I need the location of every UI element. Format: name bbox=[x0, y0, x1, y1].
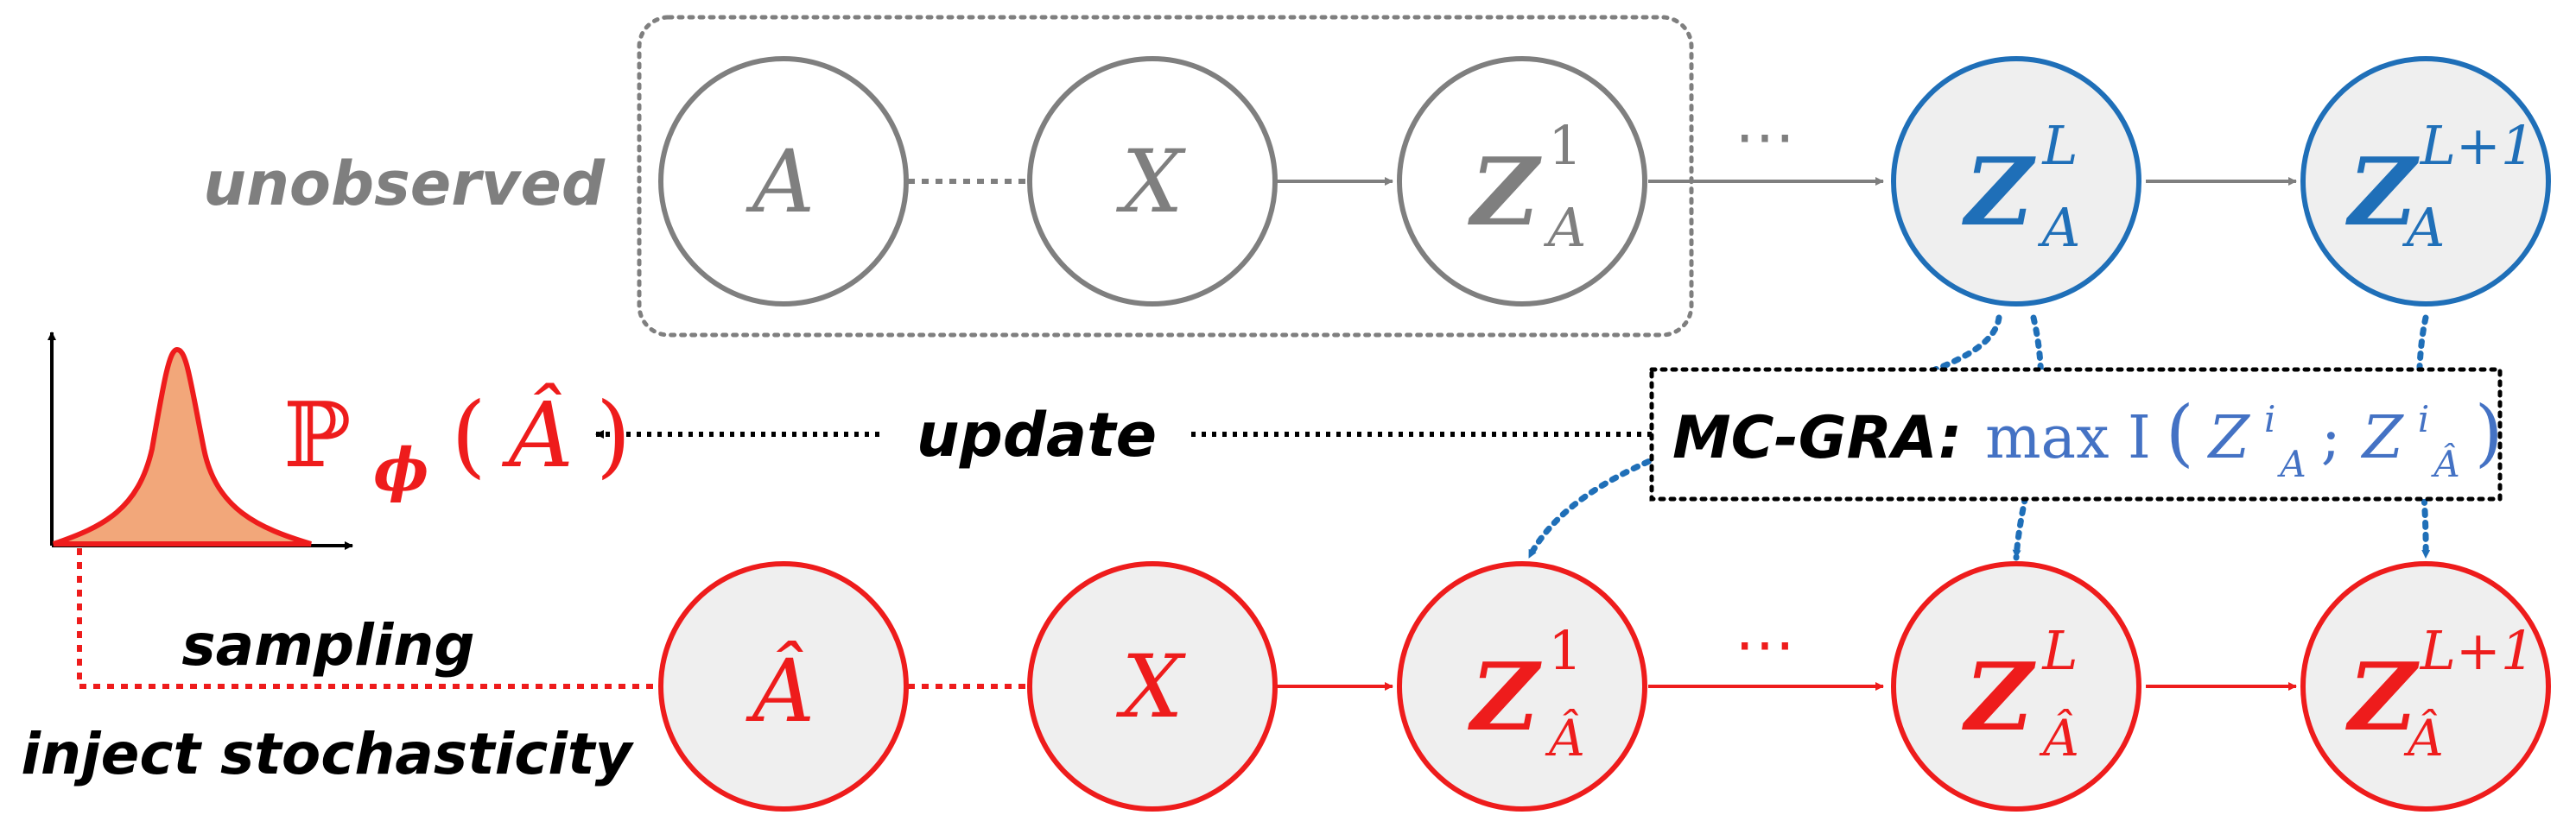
node-z1-top-main: Z bbox=[1468, 138, 1543, 247]
mcgra-arrow-zl-to-z1hat bbox=[1526, 314, 2002, 561]
distribution-plot bbox=[48, 332, 353, 550]
mcgra-arrow-zl-to-zlhat bbox=[2012, 314, 2045, 561]
node-x-bottom: X bbox=[1027, 561, 1278, 812]
mcgra-z2-sup: i bbox=[2418, 398, 2429, 440]
mcgra-box bbox=[1649, 367, 2503, 502]
update-label: update bbox=[917, 400, 1157, 471]
node-zl-bottom-sub: Â bbox=[2039, 709, 2079, 768]
node-ahat-bottom-main: Â bbox=[746, 641, 815, 742]
node-x-top-main: X bbox=[1115, 131, 1186, 232]
mcgra-semicolon: ; bbox=[2321, 404, 2341, 472]
sampling-label: sampling bbox=[181, 612, 474, 679]
dist-curve bbox=[53, 346, 312, 547]
node-z1-bottom-sub: Â bbox=[1545, 709, 1585, 768]
node-zl1-bottom-sup: L+1 bbox=[2420, 619, 2535, 682]
node-x-bottom-main: X bbox=[1115, 636, 1186, 737]
node-x-top: X bbox=[1027, 56, 1278, 306]
prob-label: ℙ ϕ ( Â ) bbox=[283, 382, 631, 510]
node-zl-top-sup: L bbox=[2041, 114, 2078, 177]
node-zl-bottom-sup: L bbox=[2041, 619, 2078, 682]
unobserved-label: unobserved bbox=[203, 148, 606, 219]
mcgra-z1-sub: A bbox=[2276, 443, 2306, 485]
node-zl-bottom-main: Z bbox=[1962, 643, 2037, 752]
inject-label: inject stochasticity bbox=[21, 721, 634, 787]
unobserved-group-box bbox=[637, 15, 1694, 338]
node-zl1-top-main: Z bbox=[2345, 138, 2421, 247]
mcgra-name: MC-GRA: bbox=[1672, 404, 1962, 472]
node-zl1-bottom-main: Z bbox=[2345, 643, 2421, 752]
node-a-top: A bbox=[658, 56, 909, 306]
mcgra-z2: Z bbox=[2361, 404, 2405, 472]
prob-arg: Â bbox=[502, 382, 574, 488]
node-zl1-top-sub: A bbox=[2402, 196, 2446, 259]
node-z1-top-sub: A bbox=[1544, 196, 1587, 259]
node-z1-top: Z 1 A bbox=[1397, 56, 1647, 306]
node-z1-bottom-sup: 1 bbox=[1548, 619, 1582, 682]
ellipsis-bottom: ⋯ bbox=[1735, 609, 1795, 679]
node-z1-top-sup: 1 bbox=[1548, 114, 1582, 177]
prob-rparen: ) bbox=[596, 382, 631, 488]
mcgra-rparen: ) bbox=[2475, 390, 2503, 475]
node-a-top-main: A bbox=[746, 131, 815, 232]
node-zl1-bottom: Z L+1 Â bbox=[2300, 561, 2551, 812]
node-zl-top: Z L A bbox=[1891, 56, 2141, 306]
node-zl-bottom: Z L Â bbox=[1891, 561, 2141, 812]
node-zl1-bottom-sub: Â bbox=[2403, 709, 2444, 768]
node-zl1-top: Z L+1 A bbox=[2300, 56, 2551, 306]
mcgra-z2-sub: Â bbox=[2430, 442, 2459, 485]
node-z1-bottom-main: Z bbox=[1468, 643, 1543, 752]
mcgra-max: max I bbox=[1985, 404, 2151, 472]
mcgra-z1: Z bbox=[2207, 404, 2251, 472]
prob-sub: ϕ bbox=[373, 436, 428, 505]
mcgra-formula: MC-GRA: max I ( Z i A ; Z i Â ) bbox=[1672, 379, 2503, 490]
node-z1-bottom: Z 1 Â bbox=[1397, 561, 1647, 812]
node-ahat-bottom: Â bbox=[658, 561, 909, 812]
sampling-edge bbox=[77, 548, 657, 689]
mcgra-lparen: ( bbox=[2166, 390, 2194, 475]
node-zl-top-main: Z bbox=[1962, 138, 2037, 247]
node-zl1-top-sup: L+1 bbox=[2420, 114, 2535, 177]
mcgra-z1-sup: i bbox=[2264, 398, 2275, 440]
node-zl-top-sub: A bbox=[2038, 196, 2081, 259]
ellipsis-top: ⋯ bbox=[1735, 101, 1795, 172]
prob-lparen: ( bbox=[451, 382, 486, 488]
prob-symbol: ℙ bbox=[283, 382, 351, 488]
